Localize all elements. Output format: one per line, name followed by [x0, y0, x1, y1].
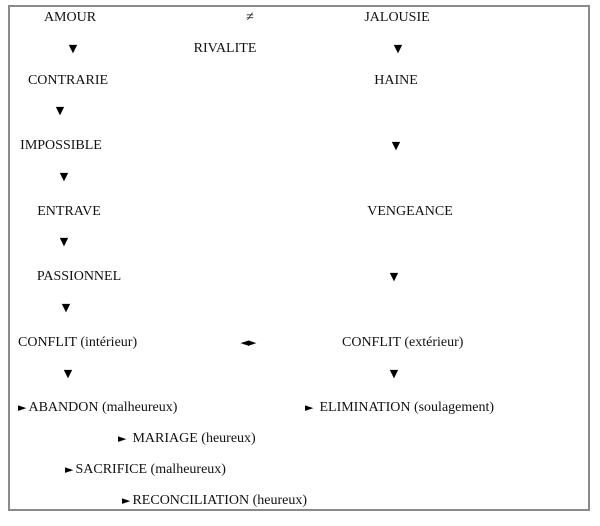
- outcome-label: SACRIFICE (malheureux): [75, 462, 226, 477]
- node-entrave: ENTRAVE: [37, 204, 101, 219]
- left-right-arrows-icon: ◄►: [240, 336, 257, 349]
- node-rivalite: RIVALITE: [193, 41, 257, 56]
- not-equal-symbol: ≠: [246, 10, 254, 25]
- node-elimination: ► ELIMINATION (soulagement): [305, 400, 494, 416]
- node-passionnel: PASSIONNEL: [36, 269, 122, 284]
- node-abandon: ►ABANDON (malheureux): [18, 400, 177, 416]
- diagram-border: [8, 5, 590, 511]
- down-arrow-icon: ▼: [55, 104, 65, 117]
- down-arrow-icon: ▼: [393, 42, 403, 55]
- outcome-label: RECONCILIATION (heureux): [132, 493, 308, 508]
- outcome-label: MARIAGE (heureux): [132, 431, 256, 446]
- bullet-arrow-icon: ►: [18, 401, 27, 414]
- bullet-arrow-icon: ►: [305, 401, 314, 414]
- down-arrow-icon: ▼: [389, 367, 399, 380]
- outcome-label: ELIMINATION (soulagement): [319, 400, 495, 415]
- node-impossible: IMPOSSIBLE: [20, 138, 102, 153]
- node-jalousie: JALOUSIE: [364, 10, 430, 25]
- down-arrow-icon: ▼: [63, 367, 73, 380]
- down-arrow-icon: ▼: [391, 139, 401, 152]
- bullet-arrow-icon: ►: [65, 463, 74, 476]
- outcome-label: ABANDON (malheureux): [28, 400, 178, 415]
- bullet-arrow-icon: ►: [118, 432, 127, 445]
- node-sacrifice: ►SACRIFICE (malheureux): [65, 462, 226, 478]
- node-contrarie: CONTRARIE: [27, 73, 109, 88]
- node-mariage: ► MARIAGE (heureux): [118, 431, 256, 447]
- node-amour: AMOUR: [43, 10, 97, 25]
- down-arrow-icon: ▼: [68, 42, 78, 55]
- node-conflit-interieur: CONFLIT (intérieur): [18, 335, 138, 350]
- node-reconciliation: ►RECONCILIATION (heureux): [122, 493, 307, 509]
- node-haine: HAINE: [374, 73, 418, 88]
- node-vengeance: VENGEANCE: [367, 204, 453, 219]
- down-arrow-icon: ▼: [61, 301, 71, 314]
- down-arrow-icon: ▼: [59, 235, 69, 248]
- node-conflit-exterieur: CONFLIT (extérieur): [342, 335, 464, 350]
- down-arrow-icon: ▼: [59, 170, 69, 183]
- down-arrow-icon: ▼: [389, 270, 399, 283]
- bullet-arrow-icon: ►: [122, 494, 131, 507]
